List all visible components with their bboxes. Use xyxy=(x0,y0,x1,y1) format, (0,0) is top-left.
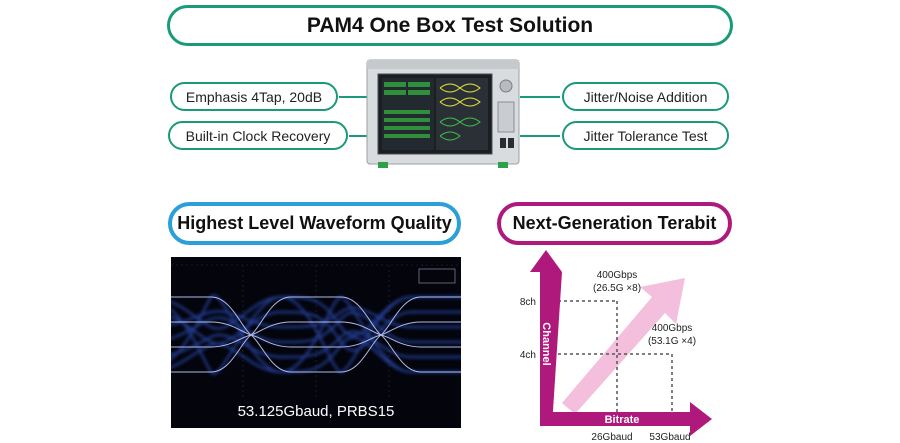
trend-arrow xyxy=(562,278,685,414)
eye-diagram-graphic xyxy=(171,264,461,397)
x-axis-arrow xyxy=(540,402,712,436)
point-8ch-label-line1: 400Gbps xyxy=(597,270,638,281)
point-4ch-label-line1: 400Gbps xyxy=(652,323,693,334)
main-title: PAM4 One Box Test Solution xyxy=(167,5,733,46)
x-tick-26gbaud: 26Gbaud xyxy=(591,432,632,443)
y-axis-label: Channel xyxy=(540,322,552,365)
eye-diagram: 53.125Gbaud, PRBS15 xyxy=(171,257,461,428)
instrument-image xyxy=(366,59,520,168)
terabit-title: Next-Generation Terabit xyxy=(497,202,732,245)
x-tick-53gbaud: 53Gbaud xyxy=(649,432,690,443)
waveform-quality-title: Highest Level Waveform Quality xyxy=(168,202,461,245)
feature-emphasis: Emphasis 4Tap, 20dB xyxy=(170,82,338,111)
eye-diagram-caption: 53.125Gbaud, PRBS15 xyxy=(237,403,395,420)
feature-jitter-tolerance: Jitter Tolerance Test xyxy=(562,121,729,150)
point-8ch-label-line2: (26.5G ×8) xyxy=(593,283,641,294)
point-4ch-label-line2: (53.1G ×4) xyxy=(648,336,696,347)
feature-jitter-noise: Jitter/Noise Addition xyxy=(562,82,729,111)
y-tick-4ch: 4ch xyxy=(520,350,536,361)
feature-clock-recovery: Built-in Clock Recovery xyxy=(168,121,348,150)
terabit-chart: Channel Bitrate 8ch 4ch 26Gbaud 53Gbaud … xyxy=(520,250,712,443)
y-tick-8ch: 8ch xyxy=(520,297,536,308)
y-axis-arrow xyxy=(530,250,562,426)
x-axis-label: Bitrate xyxy=(605,414,640,426)
